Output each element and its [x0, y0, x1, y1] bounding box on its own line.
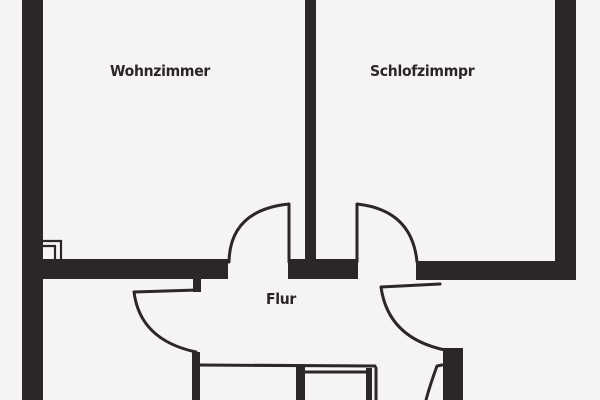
- wall-lower-middle-right: [366, 368, 372, 400]
- wall-horizontal-middle: [288, 259, 358, 279]
- wall-left-outer: [22, 0, 43, 400]
- door-leaf-lower-right: [424, 363, 444, 400]
- door-swing-flur-left: [132, 288, 199, 354]
- wall-middle-vertical: [305, 0, 316, 266]
- door-swing-flur-right: [379, 282, 447, 352]
- door-swing-wohnzimmer: [227, 202, 291, 264]
- room-label-wohnzimmer: Wohnzimmer: [110, 63, 211, 81]
- wall-stub-left: [193, 278, 201, 292]
- wall-lower-right: [443, 348, 463, 400]
- wall-right: [555, 0, 576, 279]
- room-label-schlafzimmer: Schlofzimmpr: [370, 63, 475, 81]
- wall-horizontal-right: [416, 261, 576, 280]
- lower-rect-inner: [303, 366, 378, 400]
- room-label-flur: Flur: [266, 291, 297, 309]
- wall-lower-middle: [296, 366, 305, 400]
- wall-lower-left-jamb: [192, 352, 200, 400]
- door-swing-schlafzimmer: [355, 202, 419, 264]
- shaft-symbol: [42, 239, 63, 259]
- wall-horizontal-left: [22, 259, 228, 279]
- lower-rect-top: [197, 363, 377, 368]
